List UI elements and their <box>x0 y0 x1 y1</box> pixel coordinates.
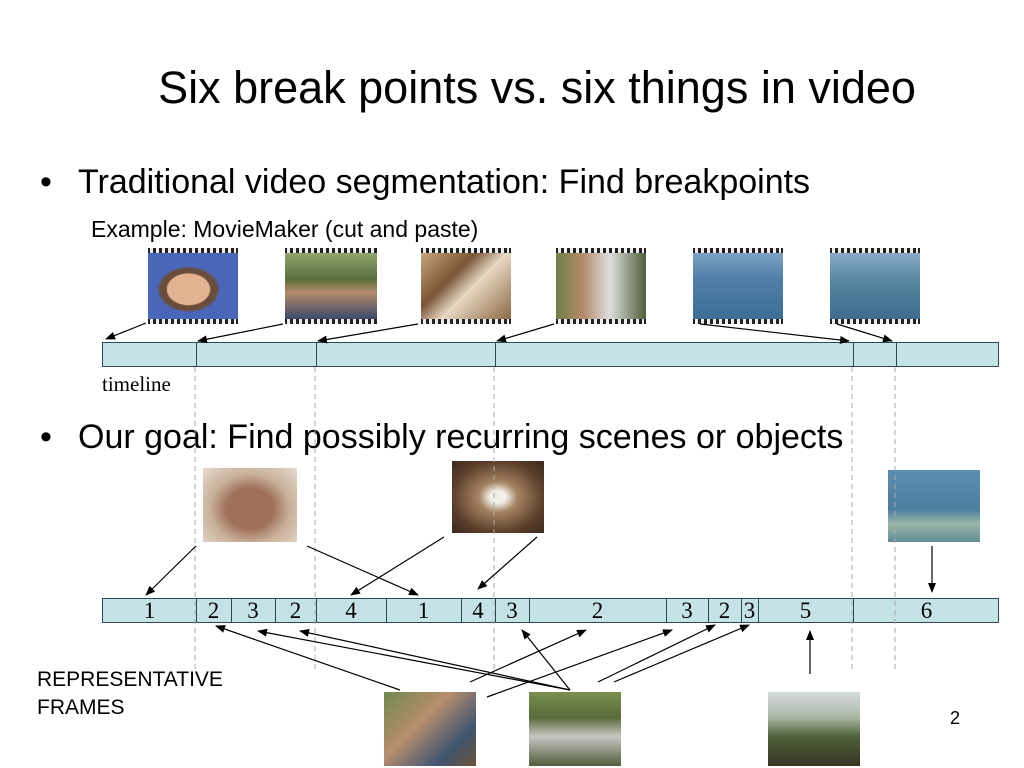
example-caption: Example: MovieMaker (cut and paste) <box>91 216 479 242</box>
segment-label: 2 <box>289 598 302 623</box>
filmstrip-thumbnail-baby <box>148 248 238 324</box>
bullet-marker: • <box>40 418 52 456</box>
object-frame-person <box>452 461 544 533</box>
arrows <box>105 322 936 698</box>
representative-frame-scene <box>768 692 860 766</box>
bullet-goal: • Our goal: Find possibly recurring scene… <box>40 418 843 457</box>
segment-label: 1 <box>143 598 156 623</box>
representative-frames-label-line1: REPRESENTATIVE <box>37 668 223 691</box>
segment-label: 4 <box>472 598 484 623</box>
filmstrip-thumbnail-ocean <box>693 248 783 324</box>
filmstrip-thumbnail-family <box>421 248 511 324</box>
representative-frame-woman <box>384 692 476 766</box>
segment-label: 3 <box>743 598 756 623</box>
filmstrip-thumbnail-ocean-2 <box>830 248 920 324</box>
bullet-marker: • <box>40 163 52 201</box>
filmstrip-thumbnail-woman <box>285 248 377 324</box>
timeline-label: timeline <box>102 372 171 396</box>
filmstrip-thumbnail-couple <box>556 248 646 324</box>
segment-label: 2 <box>207 598 220 623</box>
recurring-timeline: 1 2 3 2 4 1 4 3 2 3 2 3 5 6 <box>102 598 999 623</box>
segment-label: 1 <box>417 598 430 623</box>
segment-label: 4 <box>345 598 357 623</box>
slide-title: Six break points vs. six things in video <box>158 62 916 113</box>
segment-label: 5 <box>799 598 812 623</box>
representative-frames-label: REPRESENTATIVE FRAMES <box>37 666 223 722</box>
segment-label: 2 <box>718 598 731 623</box>
bullet-breakpoints: • Traditional video segmentation: Find br… <box>40 163 810 202</box>
segment-label: 2 <box>591 598 604 623</box>
dashed-guides <box>194 367 896 672</box>
representative-frames-label-line2: FRAMES <box>37 696 125 719</box>
object-frame-face <box>203 468 297 542</box>
object-frame-waves <box>888 470 980 542</box>
segment-label: 6 <box>920 598 933 623</box>
bullet-breakpoints-text: Traditional video segmentation: Find bre… <box>78 163 811 201</box>
representative-frame-man <box>529 692 621 766</box>
segment-label: 3 <box>247 598 259 623</box>
segment-label: 3 <box>506 598 518 623</box>
page-number: 2 <box>950 708 961 728</box>
bullet-goal-text: Our goal: Find possibly recurring scenes… <box>78 418 844 456</box>
breakpoint-timeline <box>102 342 999 367</box>
segment-label: 3 <box>681 598 693 623</box>
